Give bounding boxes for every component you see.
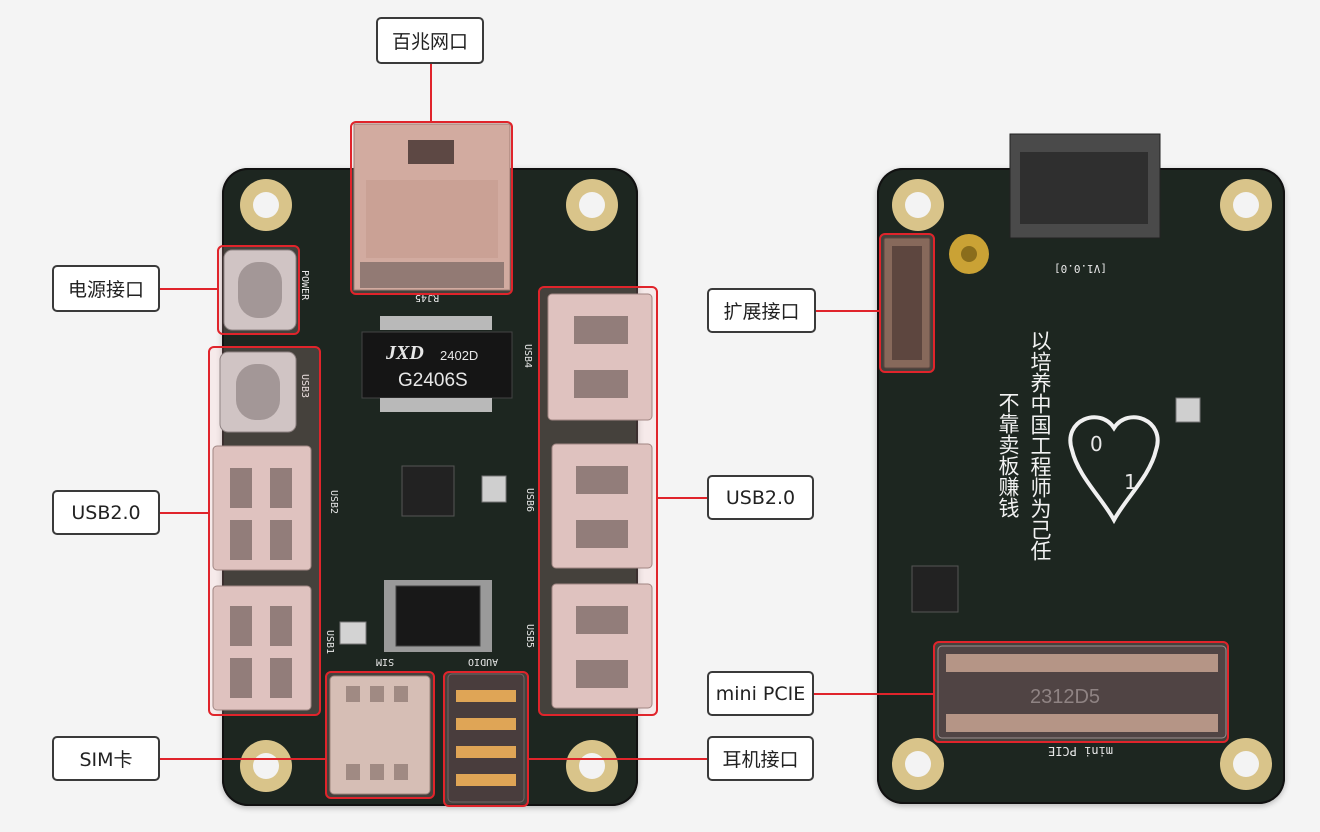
ethernet-controller-chip (401, 465, 455, 517)
usb-hub-chip (384, 580, 492, 652)
mounting-hole-back-br (1220, 738, 1272, 790)
logo-one: 1 (1124, 470, 1137, 494)
callout-minipcie: mini PCIE (707, 671, 814, 716)
transformer-brand: JXD (386, 342, 424, 364)
back-crystal (1175, 397, 1201, 423)
transformer-model: 2402D (440, 348, 479, 363)
slogan-right: 以培养中国工程师为己任 (1028, 330, 1052, 561)
mounting-hole-front-tr (566, 179, 618, 231)
line-audio (529, 758, 708, 760)
line-usb-right (658, 497, 708, 499)
rj45-jack (353, 123, 511, 291)
silk-audio: AUDIO (468, 656, 499, 667)
slogan-left: 不靠卖板赚钱 (996, 392, 1020, 518)
line-usb-left (158, 512, 209, 514)
line-power (158, 288, 218, 290)
mounting-hole-front-tl (240, 179, 292, 231)
callout-ethernet: 百兆网口 (376, 17, 484, 64)
callout-audio: 耳机接口 (707, 736, 814, 781)
line-sim (160, 758, 326, 760)
back-chip (911, 565, 959, 613)
ethernet-transformer (361, 316, 513, 412)
highlight-usb-right (538, 286, 658, 716)
silk-version: [V1.0.0] (1054, 262, 1107, 275)
line-expansion (816, 310, 880, 312)
callout-sim: SIM卡 (52, 736, 160, 781)
hub-crystal (339, 621, 367, 645)
pcie-slot-code: 2312D5 (1030, 686, 1101, 708)
highlight-expansion (879, 233, 935, 373)
mounting-hole-back-bl (892, 738, 944, 790)
silk-usb1: USB1 (324, 630, 335, 655)
silk-usb2: USB2 (328, 490, 339, 515)
gold-connector (949, 234, 989, 274)
transformer-code: G2406S (398, 370, 468, 391)
rj45-underside (1009, 133, 1161, 239)
callout-usb-right: USB2.0 (707, 475, 814, 520)
usb-c-power-port (223, 249, 297, 331)
mounting-hole-back-tr (1220, 179, 1272, 231)
sim-card-slot (329, 675, 431, 795)
highlight-sim (325, 671, 435, 799)
fpc-expansion-connector (883, 237, 931, 369)
audio-jack (447, 673, 525, 803)
silk-usb3: USB3 (299, 374, 310, 399)
highlight-audio (443, 671, 529, 807)
mounting-hole-back-tl (892, 179, 944, 231)
logo-zero: 0 (1090, 432, 1103, 456)
silk-usb5: USB5 (524, 624, 535, 649)
highlight-power (217, 245, 300, 335)
usb-a-port-usb2 (212, 445, 312, 571)
mounting-hole-front-br (566, 740, 618, 792)
callout-power: 电源接口 (52, 265, 160, 312)
silk-sim: SIM (376, 656, 395, 667)
callout-expansion: 扩展接口 (707, 288, 816, 333)
crystal-oscillator (481, 475, 507, 503)
highlight-ethernet (350, 121, 513, 295)
usb-c-usb3-port (219, 351, 297, 433)
mini-pcie-slot (937, 645, 1227, 739)
line-ethernet (430, 64, 432, 122)
silk-power: POWER (299, 270, 310, 301)
silk-usb4: USB4 (522, 344, 533, 369)
usb-a-port-usb1 (212, 585, 312, 711)
line-minipcie (814, 693, 934, 695)
callout-usb-left: USB2.0 (52, 490, 160, 535)
usb-a-port-usb5 (551, 583, 653, 709)
usb-a-port-usb4 (547, 293, 653, 421)
usb-a-port-usb6 (551, 443, 653, 569)
brand-logo-icon (1068, 415, 1160, 525)
mounting-hole-front-bl (240, 740, 292, 792)
silk-minipcie: mini PCIE (1048, 744, 1114, 758)
highlight-minipcie (933, 641, 1229, 743)
silk-usb6: USB6 (524, 488, 535, 513)
highlight-usb-left (208, 346, 321, 716)
